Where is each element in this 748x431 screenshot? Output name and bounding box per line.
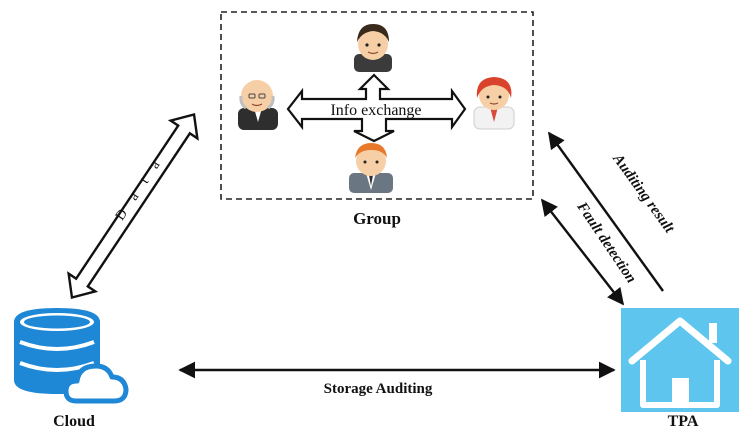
red-hair-woman-icon bbox=[473, 77, 515, 130]
info-exchange-arrow bbox=[286, 73, 467, 143]
data-label: Data bbox=[113, 147, 171, 224]
info-exchange-label: Info exchange bbox=[330, 102, 421, 119]
bald-old-man-icon bbox=[238, 80, 278, 130]
orange-hair-man-icon bbox=[349, 143, 393, 193]
storage-auditing-label: Storage Auditing bbox=[324, 381, 433, 397]
tpa-label: TPA bbox=[668, 413, 699, 430]
man-dark-hair-icon bbox=[354, 24, 392, 72]
group-box bbox=[220, 11, 534, 200]
group-label: Group bbox=[353, 209, 401, 228]
auditing-result-arrow bbox=[548, 131, 664, 292]
cloud-label: Cloud bbox=[53, 413, 95, 430]
house-icon bbox=[621, 308, 739, 412]
fault-detection-arrow bbox=[540, 198, 625, 306]
auditing-result-label: Auditing result bbox=[609, 151, 678, 237]
database-cloud-icon bbox=[14, 308, 129, 404]
data-arrow bbox=[67, 112, 199, 300]
